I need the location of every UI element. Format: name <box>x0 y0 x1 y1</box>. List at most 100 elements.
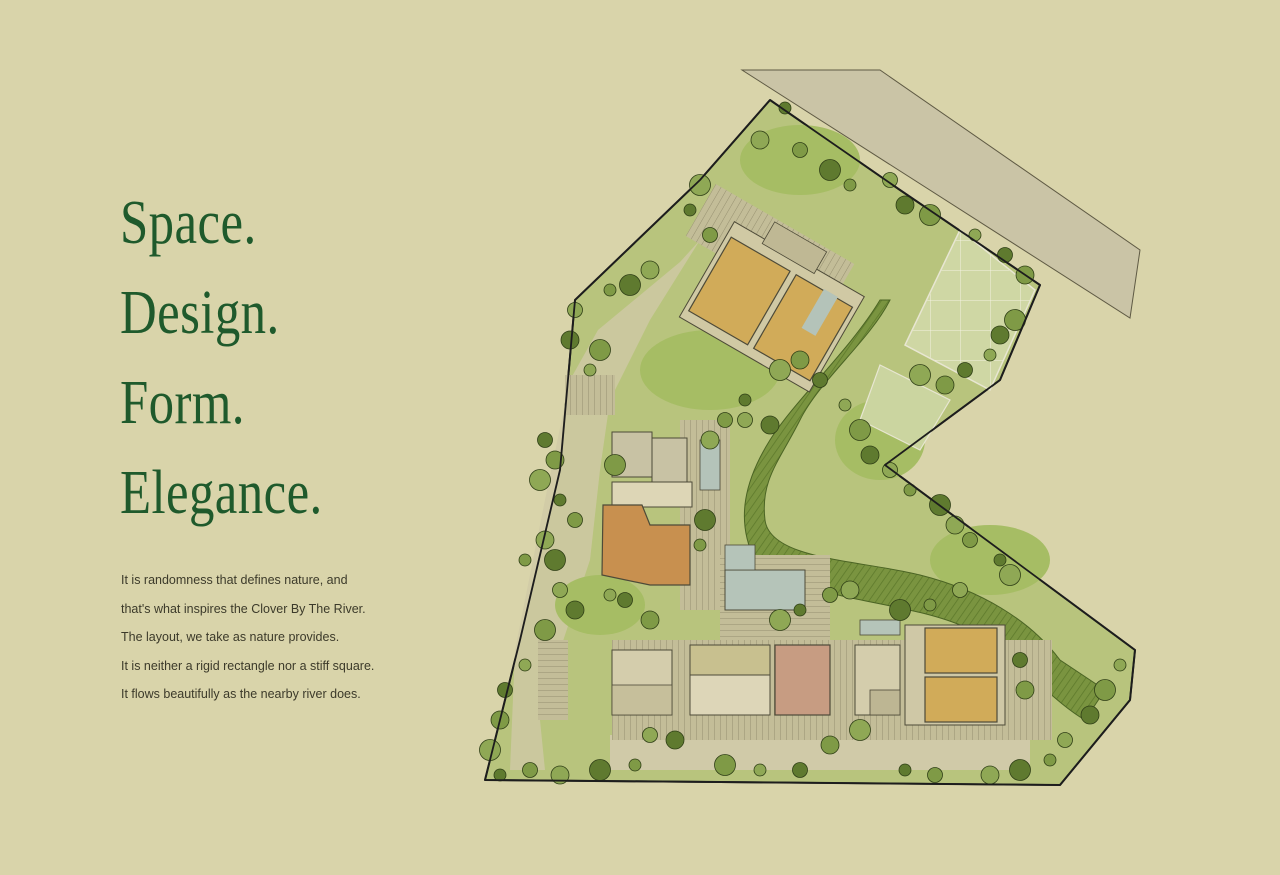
tree <box>534 619 556 641</box>
tree <box>583 363 597 377</box>
tree <box>860 445 880 465</box>
tree <box>628 758 642 772</box>
tree <box>529 469 551 491</box>
tree <box>700 430 720 450</box>
tree <box>957 362 973 378</box>
tree <box>1015 680 1035 700</box>
tree <box>702 227 718 243</box>
water-feature <box>801 288 838 336</box>
tree <box>962 532 978 548</box>
tree <box>945 515 965 535</box>
tree <box>790 350 810 370</box>
tree <box>619 274 641 296</box>
tree <box>1043 753 1057 767</box>
body-copy-line: It is neither a rigid rectangle nor a st… <box>121 658 375 673</box>
tree <box>753 763 767 777</box>
tree <box>898 763 912 777</box>
site-boundary <box>484 99 1136 786</box>
tree <box>737 412 753 428</box>
headline-line-space: Space. <box>120 189 257 257</box>
swimming-pool <box>724 569 806 611</box>
tree <box>769 609 791 631</box>
body-copy-line: The layout, we take as nature provides. <box>121 630 340 644</box>
sports-court <box>904 228 1036 392</box>
tree <box>935 375 955 395</box>
deck-walkway <box>565 375 615 415</box>
tree <box>603 283 617 297</box>
tree <box>545 450 565 470</box>
headline-line-design: Design. <box>120 279 280 347</box>
tree <box>518 658 532 672</box>
tree <box>999 564 1021 586</box>
tree <box>1012 652 1028 668</box>
tree <box>665 730 685 750</box>
tree <box>640 610 660 630</box>
tree <box>1009 759 1031 781</box>
trees <box>479 101 1127 785</box>
tree <box>750 130 770 150</box>
tree <box>567 512 583 528</box>
tree <box>552 582 568 598</box>
tree <box>589 339 611 361</box>
tree <box>522 762 538 778</box>
sports-court <box>859 364 951 451</box>
tree <box>1057 732 1073 748</box>
tree <box>544 549 566 571</box>
tree <box>560 330 580 350</box>
tree <box>589 759 611 781</box>
tree <box>717 412 733 428</box>
site-plan-illustration <box>479 69 1141 786</box>
tree <box>820 735 840 755</box>
tree <box>895 195 915 215</box>
tree <box>565 600 585 620</box>
tree <box>993 553 1007 567</box>
tree <box>693 538 707 552</box>
tree <box>617 592 633 608</box>
tree <box>604 454 626 476</box>
tree <box>792 142 808 158</box>
tree <box>714 754 736 776</box>
tree <box>603 588 617 602</box>
tree <box>694 509 716 531</box>
tree <box>760 415 780 435</box>
headline-line-form: Form. <box>120 369 245 437</box>
tree <box>838 398 852 412</box>
tree <box>1080 705 1100 725</box>
tree <box>769 359 791 381</box>
lawn-patch <box>555 575 645 635</box>
tree <box>642 727 658 743</box>
tree <box>849 419 871 441</box>
tree <box>882 172 898 188</box>
tree <box>683 203 697 217</box>
tree <box>792 762 808 778</box>
body-copy-line: that's what inspires the Clover By The R… <box>121 601 366 616</box>
tower-3 <box>859 619 1006 726</box>
tree <box>927 767 943 783</box>
tree <box>537 432 553 448</box>
road <box>740 69 1141 319</box>
tree <box>497 682 513 698</box>
tree <box>990 325 1010 345</box>
perimeter-path <box>510 240 700 770</box>
tree <box>550 765 570 785</box>
tree <box>738 393 752 407</box>
body-copy: It is randomness that defines nature, an… <box>121 566 374 709</box>
headline-line-elegance: Elegance. <box>120 459 323 527</box>
tree <box>952 582 968 598</box>
tree <box>840 580 860 600</box>
tree <box>843 178 857 192</box>
tree <box>793 603 807 617</box>
tree <box>1113 658 1127 672</box>
tree <box>812 372 828 388</box>
pool-deck <box>724 544 756 571</box>
tree <box>980 765 1000 785</box>
tree <box>919 204 941 226</box>
body-copy-line: It is randomness that defines nature, an… <box>121 573 348 587</box>
tree <box>689 174 711 196</box>
tree <box>889 599 911 621</box>
tree <box>819 159 841 181</box>
deck-walkway <box>538 640 568 720</box>
clubhouse <box>611 644 901 716</box>
tree <box>968 228 982 242</box>
tree <box>822 587 838 603</box>
